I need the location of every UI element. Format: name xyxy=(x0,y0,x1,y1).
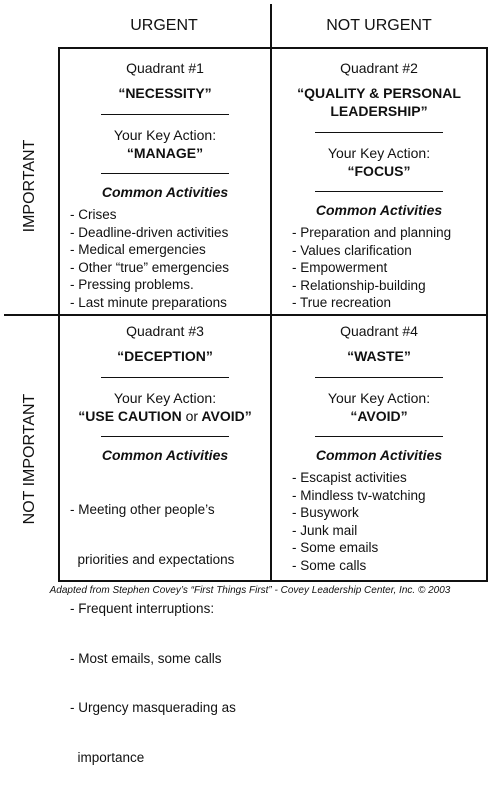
divider xyxy=(315,132,443,133)
key-action-label: Your Key Action: xyxy=(327,390,431,406)
quadrant-4: Quadrant #4 “WASTE” Your Key Action: “AV… xyxy=(274,323,484,575)
source-credit: Adapted from Stephen Covey’s “First Thin… xyxy=(49,585,451,596)
divider xyxy=(315,436,443,437)
quadrant-number: Quadrant #4 xyxy=(340,323,418,339)
list-item: - Junk mail xyxy=(292,522,358,538)
list-item: - Preparation and planning xyxy=(292,225,452,240)
horizontal-divider xyxy=(4,314,488,316)
list-item: - Some calls xyxy=(292,557,367,573)
common-activities-heading: Common Activities xyxy=(315,202,443,218)
divider xyxy=(315,191,443,192)
list-item: priorities and expectations xyxy=(70,551,235,567)
quadrant-1: Quadrant #1 “NECESSITY” Your Key Action:… xyxy=(62,60,268,312)
activity-list: - Escapist activities - Mindless tv-watc… xyxy=(292,469,484,575)
divider xyxy=(101,377,229,378)
list-item: - Some emails xyxy=(292,540,379,556)
list-item: - Most emails, some calls xyxy=(70,650,222,666)
key-action-label: Your Key Action: xyxy=(327,145,431,161)
list-item: - Urgency masquerading as xyxy=(70,700,236,716)
list-item: - Values clarification xyxy=(292,242,412,258)
key-action-value: “USE CAUTION or AVOID” xyxy=(62,408,268,424)
list-item: - Busywork xyxy=(292,505,359,521)
common-activities-heading: Common Activities xyxy=(101,184,229,200)
quadrant-name: “WASTE” xyxy=(347,348,411,364)
list-item: - Mindless tv-watching xyxy=(292,487,426,503)
quadrant-number: Quadrant #3 xyxy=(126,323,204,339)
row-header-not-important: NOT IMPORTANT xyxy=(21,393,38,525)
row-header-important: IMPORTANT xyxy=(21,139,38,233)
activity-list: - Meeting other people’s priorities and … xyxy=(70,469,268,799)
list-item: - Deadline-driven activities xyxy=(70,224,229,240)
divider xyxy=(101,436,229,437)
key-action-label: Your Key Action: xyxy=(113,127,217,143)
activity-list: - Crises - Deadline-driven activities - … xyxy=(70,206,268,312)
list-item: - Relationship-building xyxy=(292,277,426,293)
key-action-value-a: “USE CAUTION xyxy=(78,408,182,424)
list-item: - Crises xyxy=(70,207,117,222)
quadrant-3: Quadrant #3 “DECEPTION” Your Key Action:… xyxy=(62,323,268,799)
list-item: - Pressing problems. xyxy=(70,277,194,293)
common-activities-heading: Common Activities xyxy=(315,447,443,463)
key-action-value: “FOCUS” xyxy=(347,163,411,179)
outer-border-bottom xyxy=(58,580,488,582)
quadrant-name: “NECESSITY” xyxy=(118,85,212,101)
column-header-urgent: URGENT xyxy=(130,17,198,34)
quadrant-name: “QUALITY & PERSONAL LEADERSHIP” xyxy=(274,84,484,120)
list-item: - Other “true” emergencies xyxy=(70,259,230,275)
list-item: - Medical emergencies xyxy=(70,242,206,258)
list-item: - Escapist activities xyxy=(292,470,407,485)
activity-list: - Preparation and planning - Values clar… xyxy=(292,224,484,312)
list-item: - Last minute preparations xyxy=(70,294,227,310)
quadrant-name: “DECEPTION” xyxy=(117,348,213,364)
quadrant-number: Quadrant #2 xyxy=(340,60,418,76)
quadrant-name-line-2: LEADERSHIP” xyxy=(330,103,428,119)
quadrant-name-line-1: “QUALITY & PERSONAL xyxy=(297,85,461,101)
list-item: - Frequent interruptions: xyxy=(70,601,215,617)
quadrant-2: Quadrant #2 “QUALITY & PERSONAL LEADERSH… xyxy=(274,60,484,312)
key-action-value-or: or xyxy=(185,408,199,424)
key-action-value: “AVOID” xyxy=(350,408,408,424)
divider xyxy=(101,114,229,115)
column-header-not-urgent: NOT URGENT xyxy=(326,17,432,34)
key-action-value-b: AVOID” xyxy=(201,408,252,424)
divider xyxy=(315,377,443,378)
common-activities-heading: Common Activities xyxy=(101,447,229,463)
list-item: - True recreation xyxy=(292,295,392,311)
list-item: importance xyxy=(70,749,145,765)
divider xyxy=(101,173,229,174)
key-action-value: “MANAGE” xyxy=(126,145,204,161)
list-item: - Empowerment xyxy=(292,260,388,276)
list-item: - Meeting other people’s xyxy=(70,502,215,517)
quadrant-number: Quadrant #1 xyxy=(126,60,204,76)
vertical-divider xyxy=(270,4,272,582)
key-action-label: Your Key Action: xyxy=(113,390,217,406)
outer-border-top xyxy=(58,47,488,49)
